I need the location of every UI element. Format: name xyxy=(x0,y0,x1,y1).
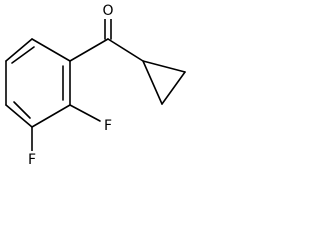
ring-bond-c3-c4 xyxy=(5,104,33,128)
carbonyl-to-cyclopropyl-bond xyxy=(107,38,144,62)
ring-to-fluorine-1-bond xyxy=(69,104,101,122)
ring-bond-c5-c6 xyxy=(5,38,33,62)
ring-double-bond-inner-3 xyxy=(11,46,35,64)
oxygen-atom: O xyxy=(101,3,115,19)
benzene-ring xyxy=(5,38,71,128)
cyclopropane-bond-3 xyxy=(142,60,163,105)
ring-to-carbonyl-bond xyxy=(69,38,109,62)
cyclopropane-bond-2 xyxy=(161,71,186,105)
fluorine-label-2: F xyxy=(28,152,36,168)
fluorine-label-1: F xyxy=(104,118,112,134)
ring-bond-c2-c3 xyxy=(31,104,71,128)
oxygen-label: O xyxy=(102,3,113,19)
ring-double-bond-inner-2 xyxy=(13,101,31,119)
molecule-structure: O F F xyxy=(5,3,186,168)
cyclopropane-ring xyxy=(142,60,186,105)
fluorine-atom-2: F xyxy=(25,151,39,168)
ring-bond-c6-c1 xyxy=(31,38,71,62)
cyclopropane-bond-1 xyxy=(142,60,186,73)
fluorine-atom-1: F xyxy=(101,117,115,134)
